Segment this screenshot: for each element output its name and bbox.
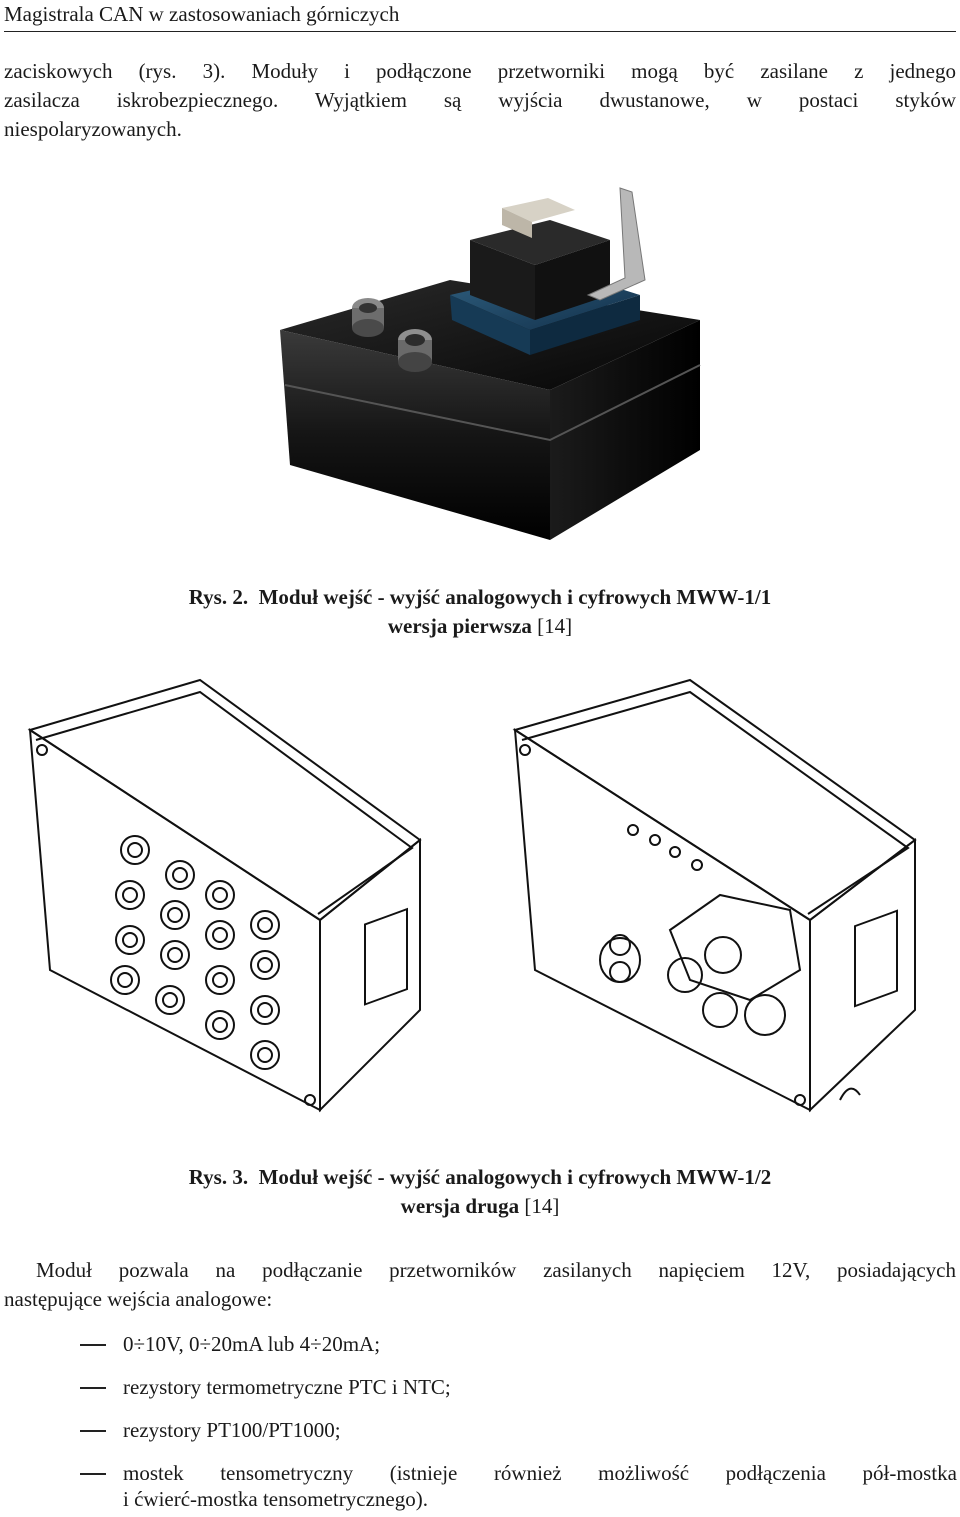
list-item-text: 0÷10V, 0÷20mA lub 4÷20mA;: [123, 1332, 381, 1356]
figure-2-label: Rys. 2.: [188, 585, 249, 609]
module-mww-1-1-photo: [280, 187, 701, 540]
list-item-text: rezystory termometryczne PTC i NTC;: [123, 1375, 451, 1399]
body-line-1: Moduł pozwala na podłączanie przetwornik…: [36, 1258, 956, 1282]
intro-line-1: zaciskowych (rys. 3). Moduły i podłączon…: [4, 59, 956, 83]
list-item-text: rezystory PT100/PT1000;: [123, 1418, 341, 1442]
running-header-title: Magistrala CAN w zastosowaniach górniczy…: [4, 2, 400, 26]
figure-2-title: Moduł wejść - wyjść analogowych i cyfrow…: [258, 585, 772, 609]
body-line-2: następujące wejścia analogowe:: [4, 1287, 273, 1311]
module-mww-1-2-drawing: [27, 678, 917, 1113]
figure-3-ref: [14]: [524, 1194, 560, 1218]
figure-2-caption: Rys. 2. Moduł wejść - wyjść analogowych …: [0, 583, 960, 641]
intro-line-3: niespolaryzowanych.: [4, 117, 182, 141]
dash-bullet-icon: [80, 1473, 106, 1475]
figure-2-ref: [14]: [537, 614, 573, 638]
figure-2-subtitle: wersja pierwsza: [387, 614, 532, 638]
dash-bullet-icon: [80, 1387, 106, 1389]
figure-3-caption: Rys. 3. Moduł wejść - wyjść analogowych …: [0, 1163, 960, 1221]
figure-3-title: Moduł wejść - wyjść analogowych i cyfrow…: [258, 1165, 772, 1189]
figure-3-subtitle: wersja druga: [400, 1194, 520, 1218]
dash-bullet-icon: [80, 1430, 106, 1432]
body-paragraph: Moduł pozwala na podłączanie przetwornik…: [4, 1256, 956, 1314]
right-box-drawing: [512, 678, 917, 1113]
running-header: Magistrala CAN w zastosowaniach górniczy…: [4, 0, 956, 32]
intro-paragraph: zaciskowych (rys. 3). Moduły i podłączon…: [4, 57, 956, 144]
left-box-drawing: [27, 678, 422, 1113]
dash-bullet-icon: [80, 1344, 106, 1346]
figure-3-label: Rys. 3.: [188, 1165, 249, 1189]
intro-line-2: zasilacza iskrobezpiecznego. Wyjątkiem s…: [4, 88, 956, 112]
list-item-text-continued: i ćwierć-mostka tensometrycznego).: [123, 1487, 428, 1511]
list-item-text: mostek tensometryczny (istnieje również …: [123, 1461, 957, 1485]
